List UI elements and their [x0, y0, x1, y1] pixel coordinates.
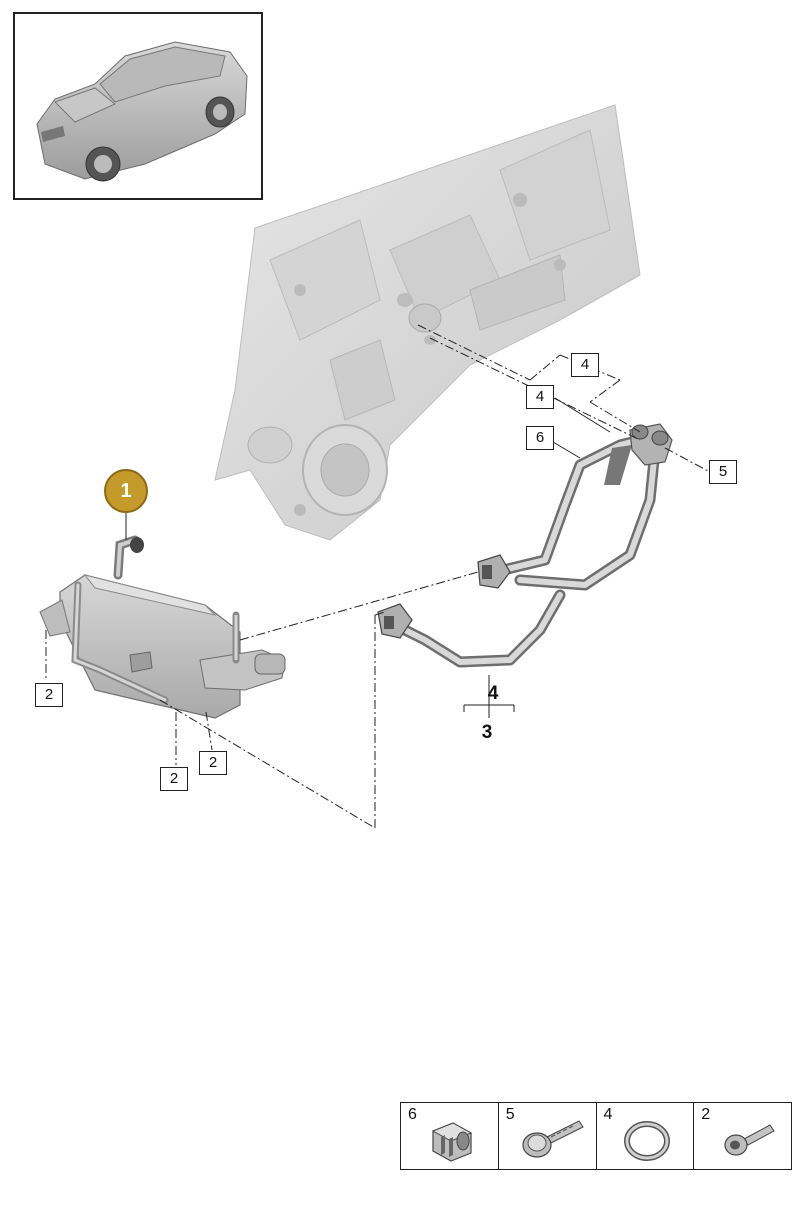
torx-screw-icon	[724, 1124, 775, 1156]
assembly-label-3[interactable]: 3	[481, 722, 493, 743]
callout-leaders	[125, 397, 611, 718]
callout-4-lower[interactable]: 4	[526, 385, 554, 409]
callout-6[interactable]: 6	[526, 426, 554, 450]
clip-connector-icon	[431, 1122, 473, 1162]
car-suv-icon	[36, 41, 248, 182]
parts-table: 6 5 4 2	[400, 1102, 792, 1170]
vehicle-overview-frame	[13, 12, 263, 200]
exploded-diagram	[39, 104, 711, 829]
assembly-label-4[interactable]: 4	[487, 683, 499, 704]
upper-coolant-line	[477, 423, 673, 591]
oil-cooler	[39, 535, 286, 719]
leader-lines	[45, 324, 711, 829]
parts-number: 2	[701, 1106, 711, 1123]
callout-5[interactable]: 5	[709, 460, 737, 484]
parts-number: 4	[603, 1106, 613, 1123]
parts-cell-2[interactable]: 2	[694, 1103, 791, 1169]
parts-number: 5	[505, 1106, 515, 1123]
callout-4-upper[interactable]: 4	[571, 353, 599, 377]
callout-2-left[interactable]: 2	[35, 683, 63, 707]
callout-2-bottom[interactable]: 2	[160, 767, 188, 791]
parts-number: 6	[408, 1106, 417, 1123]
callout-2-mid[interactable]: 2	[199, 751, 227, 775]
parts-cell-6[interactable]: 6	[401, 1103, 499, 1169]
o-ring-icon	[623, 1121, 670, 1161]
lower-coolant-line	[377, 589, 566, 668]
position-badge[interactable]: 1	[104, 469, 148, 513]
flange-bolt-icon	[522, 1120, 584, 1158]
parts-cell-4[interactable]: 4	[597, 1103, 695, 1169]
parts-cell-5[interactable]: 5	[499, 1103, 597, 1169]
transmission-housing	[214, 104, 641, 541]
